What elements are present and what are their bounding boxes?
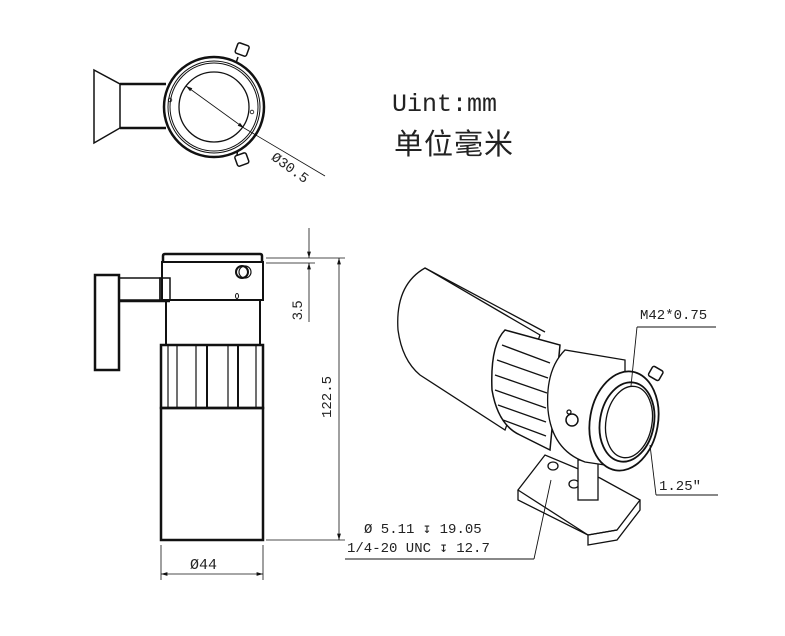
- thread-callout: M42*0.75: [640, 308, 708, 324]
- mount-hole-note-line2: 1/4-20 UNC ↧ 12.7: [347, 541, 490, 557]
- unit-label-cn: 单位毫米: [394, 127, 515, 161]
- isometric-view: [345, 267, 718, 560]
- unit-label-en: Uint:mm: [392, 90, 498, 119]
- mount-hole-note-line1: Ø 5.11 ↧ 19.05: [364, 522, 482, 538]
- dimension-outer-diameter: Ø44: [190, 557, 218, 574]
- top-view: [93, 42, 326, 177]
- front-view: [93, 228, 345, 580]
- eyepiece-size-callout: 1.25″: [659, 479, 702, 495]
- dimension-overall-length: 122.5: [320, 375, 336, 418]
- dimension-ring-height: 3.5: [289, 300, 305, 320]
